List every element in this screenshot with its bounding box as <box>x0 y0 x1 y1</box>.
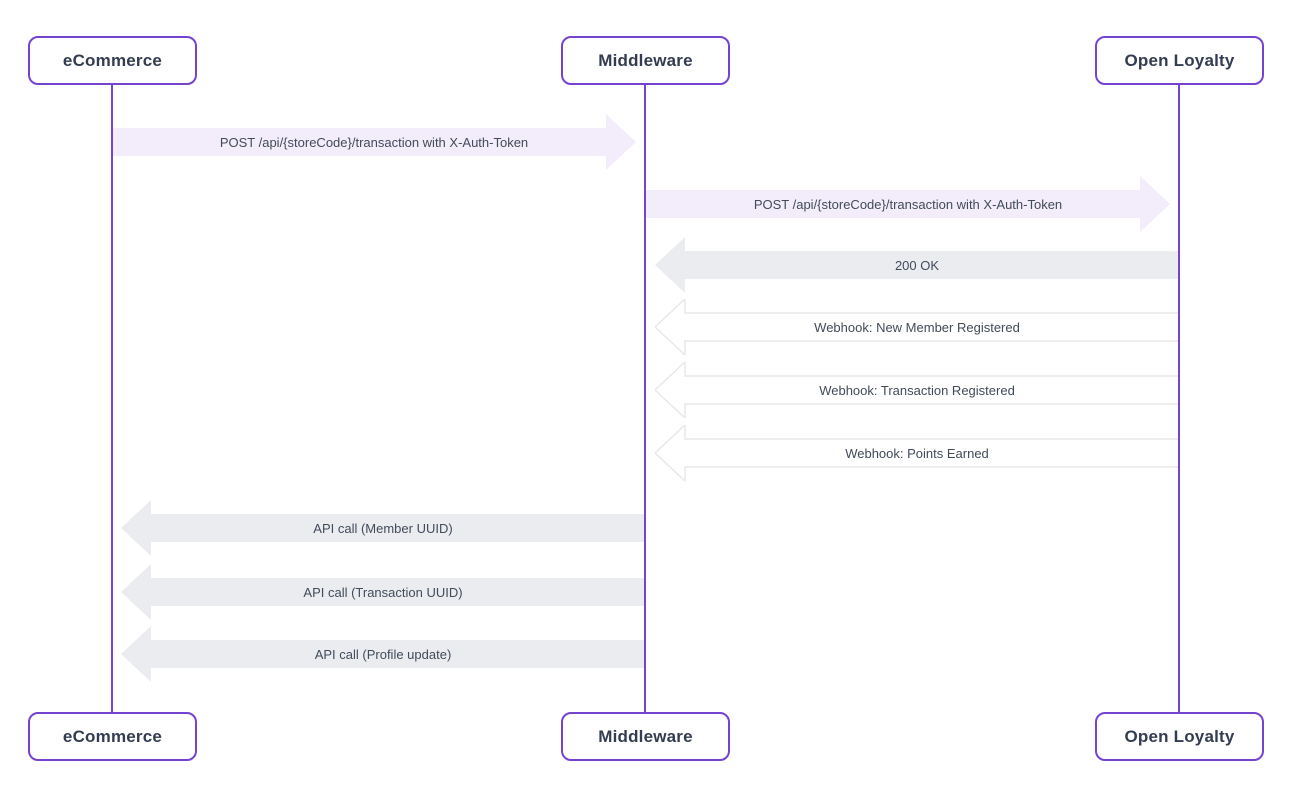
arrow-left-icon <box>121 564 645 620</box>
message-webhook-points-earned: Webhook: Points Earned <box>655 425 1179 481</box>
arrow-left-icon <box>121 626 645 682</box>
arrow-right-icon <box>646 176 1170 232</box>
lifeline-ecommerce <box>111 84 113 713</box>
arrow-left-icon <box>121 500 645 556</box>
arrow-left-outline-icon <box>655 362 1179 418</box>
message-webhook-transaction-registered: Webhook: Transaction Registered <box>655 362 1179 418</box>
lifeline-middleware <box>644 84 646 713</box>
arrow-right-icon <box>112 114 636 170</box>
message-api-call-member-uuid: API call (Member UUID) <box>121 500 645 556</box>
message-api-call-transaction-uuid: API call (Transaction UUID) <box>121 564 645 620</box>
actor-box-ecommerce-bottom: eCommerce <box>28 712 197 761</box>
actor-box-openloyalty-bottom: Open Loyalty <box>1095 712 1264 761</box>
lifeline-openloyalty <box>1178 84 1180 713</box>
message-api-call-profile-update: API call (Profile update) <box>121 626 645 682</box>
actor-box-openloyalty-top: Open Loyalty <box>1095 36 1264 85</box>
actor-box-middleware-top: Middleware <box>561 36 730 85</box>
actor-box-ecommerce-top: eCommerce <box>28 36 197 85</box>
arrow-left-icon <box>655 237 1179 293</box>
message-webhook-new-member: Webhook: New Member Registered <box>655 299 1179 355</box>
message-post-transaction-to-middleware: POST /api/{storeCode}/transaction with X… <box>112 114 636 170</box>
actor-box-middleware-bottom: Middleware <box>561 712 730 761</box>
message-post-transaction-to-openloyalty: POST /api/{storeCode}/transaction with X… <box>646 176 1170 232</box>
arrow-left-outline-icon <box>655 299 1179 355</box>
arrow-left-outline-icon <box>655 425 1179 481</box>
message-200-ok: 200 OK <box>655 237 1179 293</box>
